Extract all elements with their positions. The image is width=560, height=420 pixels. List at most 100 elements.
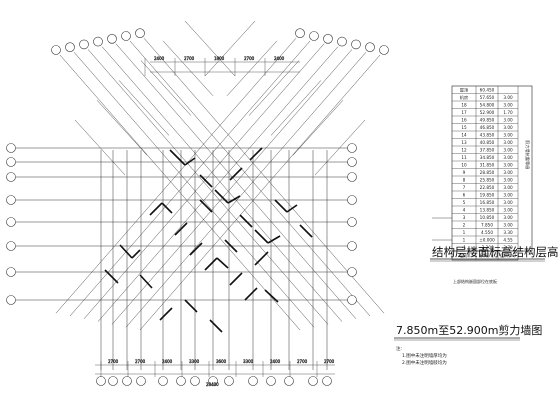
h-axis-bubble-right — [347, 295, 357, 305]
table-cell-height: 3.00 — [503, 178, 513, 183]
horizontal-axis-grid — [16, 147, 348, 301]
wall-segment — [184, 299, 198, 313]
table-cell-level: 14 — [461, 133, 467, 138]
table-cell-level: 10 — [461, 163, 467, 168]
table-cell-elevation: 60.450 — [480, 88, 495, 93]
diag-line-a — [143, 38, 385, 314]
wall-segment — [209, 319, 223, 333]
wall-segment — [299, 224, 313, 238]
h-axis-bubble-left — [6, 241, 16, 251]
diag-bubble-b — [295, 28, 305, 39]
h-axis-bubble-right — [347, 172, 357, 182]
diag-cross-b — [292, 100, 344, 156]
dim-label-bottom: 2700 — [135, 359, 146, 364]
table-cell-level: 15 — [461, 125, 467, 130]
note-1: 1.图中未注明墙厚均为 — [402, 352, 447, 359]
table-cell-height: 3.00 — [503, 193, 513, 198]
table-cell-elevation: 25.850 — [480, 178, 495, 183]
diag-cross-b — [226, 40, 278, 96]
h-axis-bubble-right — [347, 143, 357, 153]
table-cell-elevation: 31.850 — [480, 163, 495, 168]
wall-segment — [184, 157, 196, 166]
v-axis-bubble-bottom — [284, 376, 294, 386]
table-cell-level: 7 — [463, 185, 466, 190]
diag-bubble-b — [309, 31, 319, 41]
v-axis-bubble-bottom — [266, 376, 276, 386]
table-cell-level: 机房 — [460, 94, 468, 101]
v-axis-bubble-bottom — [190, 376, 200, 386]
v-axis-bubble-bottom — [136, 376, 146, 386]
wall-segment — [254, 229, 269, 244]
table-cell-level: -1 — [462, 245, 467, 250]
table-cell-level: 18 — [461, 103, 467, 108]
table-header-height: 层高(m) — [500, 252, 516, 259]
diag-line-a — [129, 40, 371, 317]
dim-label-top: 2700 — [244, 56, 255, 61]
table-cell-level: 3 — [463, 215, 466, 220]
v-axis-bubble-bottom — [108, 376, 118, 386]
table-cell-elevation: ±0.000 — [479, 238, 495, 243]
diag-bubble-a — [135, 28, 145, 39]
table-header-elevation: 标高(m) — [479, 252, 495, 259]
dim-label-top: 2700 — [184, 56, 195, 61]
diag-bubble-a — [51, 45, 61, 55]
wall-segment — [244, 287, 258, 301]
v-axis-bubble-bottom — [322, 376, 332, 386]
diag-line-a — [115, 43, 357, 319]
table-cell-elevation: 4.550 — [481, 230, 493, 235]
table-cell-height: 1.70 — [503, 110, 513, 115]
dim-label-bottom: 2700 — [297, 359, 308, 364]
wall-segment — [119, 244, 133, 259]
diag-cross-a — [162, 40, 214, 96]
table-cell-elevation: 46.850 — [480, 125, 495, 130]
diag-bubble-a — [65, 42, 75, 53]
diag-bubble-a — [121, 31, 131, 41]
notes-label: 注: — [396, 345, 402, 352]
h-axis-bubble-right — [347, 157, 357, 167]
wall-segment — [254, 251, 269, 266]
note-2: 2.图中未注明墙肢均为 — [402, 359, 447, 366]
h-axis-bubble-left — [6, 172, 16, 182]
table-cell-height: 3.00 — [503, 170, 513, 175]
table-cell-elevation: 19.850 — [480, 193, 495, 198]
dim-label-top: 1800 — [214, 56, 225, 61]
wall-segment — [174, 222, 188, 236]
diag-cross-a — [74, 119, 126, 176]
diag-line-b — [125, 52, 367, 328]
table-cell-level: 6 — [463, 193, 466, 198]
wall-segment — [229, 167, 243, 181]
v-axis-bubble-bottom — [158, 376, 168, 386]
diag-cross-a — [184, 20, 236, 77]
diag-cross-a — [96, 100, 148, 156]
table-header-frame — [451, 250, 519, 261]
h-axis-bubble-left — [6, 217, 16, 227]
table-cell-level: 4 — [463, 208, 466, 213]
table-cell-level: 8 — [463, 178, 466, 183]
table-cell-level: 屋顶 — [460, 88, 469, 94]
table-cell-elevation: 16.850 — [480, 200, 495, 205]
table-cell-level: 17 — [461, 110, 467, 115]
v-axis-bubble-bottom — [122, 376, 132, 386]
table-cell-height: 4.55 — [503, 238, 513, 243]
dim-label-top: 2400 — [274, 56, 285, 61]
diag-line-b — [55, 38, 297, 314]
axis-bubbles — [6, 28, 389, 386]
wall-segment — [169, 149, 186, 166]
h-axis-bubble-left — [6, 157, 16, 167]
wall-segment — [199, 199, 213, 213]
table-cell-height: 3.00 — [503, 103, 513, 108]
diag-cross-a — [140, 60, 192, 116]
diagonal-axis-grid — [55, 20, 385, 331]
diag-line-b — [97, 46, 339, 322]
table-cell-elevation: 10.850 — [480, 215, 495, 220]
shear-walls — [104, 147, 313, 333]
table-cell-height: 3.00 — [503, 185, 513, 190]
v-axis-bubble-bottom — [224, 376, 234, 386]
wall-segment — [104, 269, 119, 284]
table-cell-elevation: 54.800 — [480, 103, 495, 108]
wall-segment — [199, 174, 213, 188]
diag-cross-b — [314, 119, 366, 176]
v-axis-bubble-bottom — [248, 376, 258, 386]
